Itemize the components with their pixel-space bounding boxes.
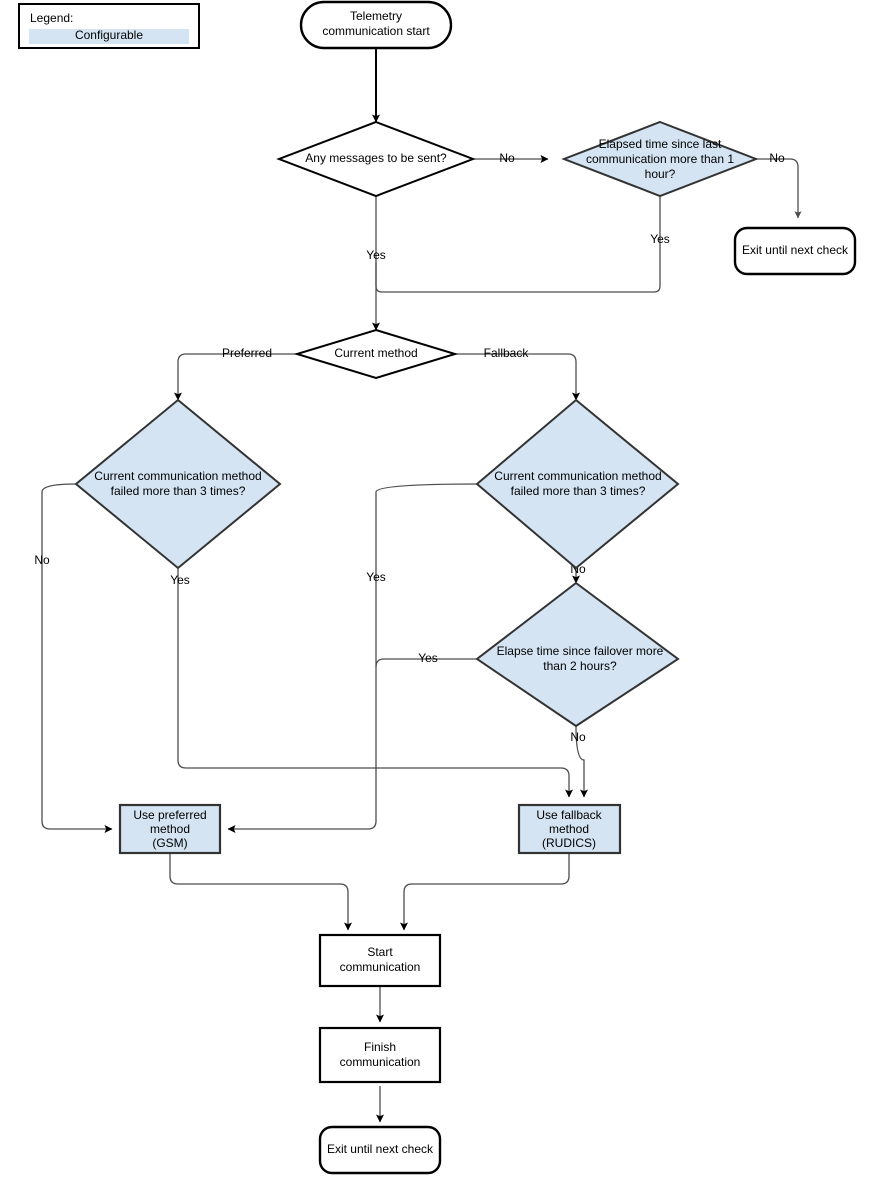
node-failover-label-1: Elapse time since failover more <box>497 644 664 658</box>
edge-elapsed-no-to-exit <box>756 158 802 219</box>
legend: Legend: Configurable <box>18 3 200 49</box>
node-failed-left-label-1: Current communication method <box>94 469 261 483</box>
edge-failed-left-yes-to-fallback <box>177 568 573 798</box>
edge-current-method-fallback <box>455 353 580 401</box>
edge-any-messages-yes <box>375 196 383 293</box>
edges <box>41 48 802 1123</box>
node-exit-check-top-shape <box>733 226 857 276</box>
node-start-label-2: communication start <box>322 24 430 38</box>
node-failed-right-label-2: failed more than 3 times? <box>511 484 646 498</box>
edge-label-failed-left-no: No <box>34 553 50 567</box>
node-use-preferred-label-1: Use preferred <box>133 808 206 822</box>
node-failed-right-label-1: Current communication method <box>494 469 661 483</box>
edge-label-any-messages-yes: Yes <box>366 248 386 262</box>
node-use-preferred[interactable]: Use preferred method (GSM) <box>118 803 222 855</box>
node-start-comm-label-2: communication <box>340 960 421 974</box>
node-exit-check-top-label: Exit until next check <box>742 243 849 257</box>
node-current-method-label: Current method <box>334 346 417 360</box>
node-use-fallback-label-2: method <box>549 822 589 836</box>
edge-elapsed-yes <box>382 196 661 293</box>
node-start-comm-shape <box>318 933 442 988</box>
legend-swatch <box>29 29 189 44</box>
node-exit-check-bottom-label: Exit until next check <box>327 1142 434 1156</box>
node-any-messages[interactable]: Any messages to be sent? <box>276 120 476 198</box>
node-exit-check-bottom[interactable]: Exit until next check <box>318 1125 442 1175</box>
node-use-fallback[interactable]: Use fallback method (RUDICS) <box>517 803 622 855</box>
node-failed-left-shape <box>74 398 282 570</box>
node-finish-comm[interactable]: Finish communication <box>318 1026 442 1084</box>
node-finish-comm-label-2: communication <box>340 1055 421 1069</box>
edge-label-failed-right-yes: Yes <box>366 570 386 584</box>
node-elapsed-last-comm[interactable]: Elapsed time since last communication mo… <box>561 120 759 198</box>
node-failed-right-shape <box>475 398 680 570</box>
edge-failover-yes <box>375 658 477 668</box>
edge-current-method-preferred <box>174 353 297 401</box>
node-start[interactable]: Telemetry communication start <box>299 0 453 50</box>
node-exit-check-bottom-shape <box>318 1125 442 1175</box>
node-failed-right[interactable]: Current communication method failed more… <box>475 398 680 570</box>
node-use-preferred-label-2: method <box>150 822 190 836</box>
edge-label-failed-left-yes: Yes <box>170 573 190 587</box>
edge-labels: No Yes No Yes Preferred Fallback No Yes … <box>34 151 785 744</box>
node-any-messages-shape <box>276 120 476 198</box>
node-start-shape <box>299 0 453 50</box>
edge-label-current-method-fallback: Fallback <box>484 346 530 360</box>
node-use-fallback-label-1: Use fallback <box>536 808 602 822</box>
node-failover-label-2: than 2 hours? <box>543 659 617 673</box>
node-finish-comm-label-1: Finish <box>364 1040 396 1054</box>
node-failover-time[interactable]: Elapse time since failover more than 2 h… <box>475 581 680 728</box>
node-any-messages-label: Any messages to be sent? <box>305 151 447 165</box>
node-start-label-1: Telemetry <box>350 9 402 23</box>
edge-failed-right-yes-to-preferred <box>227 483 478 833</box>
edge-label-current-method-preferred: Preferred <box>222 346 272 360</box>
node-elapsed-label-1: Elapsed time since last <box>599 137 722 151</box>
node-failed-left-label-2: failed more than 3 times? <box>111 484 246 498</box>
node-current-method[interactable]: Current method <box>293 328 459 380</box>
node-start-comm[interactable]: Start communication <box>318 933 442 988</box>
node-use-preferred-label-3: (GSM) <box>152 836 187 850</box>
node-start-comm-label-1: Start <box>367 945 393 959</box>
edge-label-failover-yes: Yes <box>418 651 438 665</box>
node-elapsed-last-comm-shape <box>561 120 759 198</box>
node-elapsed-label-3: hour? <box>645 167 676 181</box>
node-exit-check-top[interactable]: Exit until next check <box>733 226 857 276</box>
legend-entry-label: Configurable <box>75 28 143 42</box>
node-use-preferred-shape <box>118 803 222 855</box>
edge-fallback-to-start-comm <box>400 853 570 931</box>
edge-label-failover-no: No <box>570 730 586 744</box>
edge-failed-left-no-to-preferred <box>41 483 113 833</box>
edge-label-elapsed-no: No <box>769 151 785 165</box>
edge-failover-no-to-fallback <box>575 725 588 798</box>
node-failover-time-shape <box>475 581 680 728</box>
edge-preferred-to-start-comm <box>169 853 352 931</box>
legend-heading: Legend: <box>30 11 73 25</box>
node-finish-comm-shape <box>318 1026 442 1084</box>
edge-label-any-messages-no: No <box>499 151 515 165</box>
node-current-method-shape <box>293 328 459 380</box>
node-failed-left[interactable]: Current communication method failed more… <box>74 398 282 570</box>
node-use-fallback-label-3: (RUDICS) <box>542 836 596 850</box>
edge-label-elapsed-yes: Yes <box>650 232 670 246</box>
node-use-fallback-shape <box>517 803 622 855</box>
node-elapsed-label-2: communication more than 1 <box>586 152 734 166</box>
